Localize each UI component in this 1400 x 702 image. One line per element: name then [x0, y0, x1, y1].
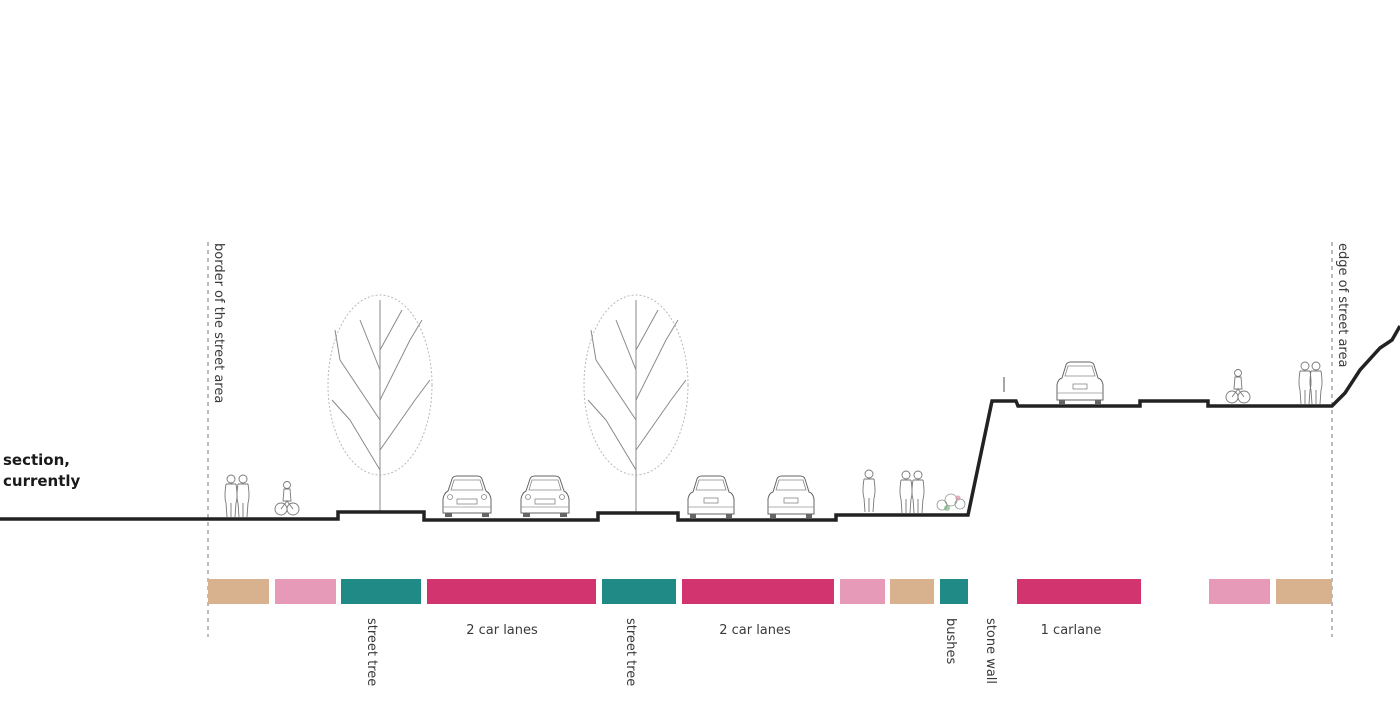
section-title-line2: currently [3, 472, 81, 490]
pedestrians-icon [1298, 361, 1312, 405]
left-border-label: border of the street area [211, 243, 226, 404]
zone-bar-magenta [1017, 579, 1141, 604]
zone-bar-pink [1209, 579, 1270, 604]
car-rear-icon [687, 475, 735, 519]
zone-bar-teal [341, 579, 421, 604]
pedestrians-icon [1309, 361, 1323, 405]
zone-label-car-lanes-2: 2 car lanes [719, 623, 791, 638]
cyclist-icon [1225, 369, 1251, 404]
section-title: section, currently [3, 450, 80, 492]
pedestrians-icon [899, 470, 913, 514]
pedestrians-icon [236, 474, 250, 518]
zone-bar-tan [208, 579, 269, 604]
car-front-icon [520, 475, 570, 518]
ground-profile [0, 325, 1400, 522]
zone-label-car-lanes-1: 2 car lanes [466, 623, 538, 638]
zone-bar-teal [940, 579, 968, 604]
zone-bar-teal [602, 579, 676, 604]
zone-label-carlane: 1 carlane [1040, 623, 1102, 638]
zone-label-bushes: bushes [943, 618, 958, 665]
zone-label-street-tree-2: street tree [623, 618, 638, 687]
zone-bar-magenta [427, 579, 596, 604]
right-border-label: edge of street area [1335, 243, 1350, 368]
bush-icon [936, 493, 966, 511]
car-rear-icon [1056, 361, 1104, 405]
zone-bar-pink [840, 579, 885, 604]
zone-bar-tan [1276, 579, 1332, 604]
pedestrians-icon [224, 474, 238, 518]
zone-label-street-tree-1: street tree [364, 618, 379, 687]
cyclist-icon [274, 481, 300, 516]
tree-icon [583, 294, 689, 513]
zone-bar-pink [275, 579, 336, 604]
car-front-icon [442, 475, 492, 518]
section-title-line1: section, [3, 451, 70, 469]
tree-icon [327, 294, 433, 513]
pedestrian-icon [862, 469, 876, 513]
zone-bar-magenta [682, 579, 834, 604]
zone-bar-tan [890, 579, 934, 604]
pedestrians-icon [911, 470, 925, 514]
zone-label-stone-wall: stone wall [983, 618, 998, 685]
car-rear-icon [767, 475, 815, 519]
